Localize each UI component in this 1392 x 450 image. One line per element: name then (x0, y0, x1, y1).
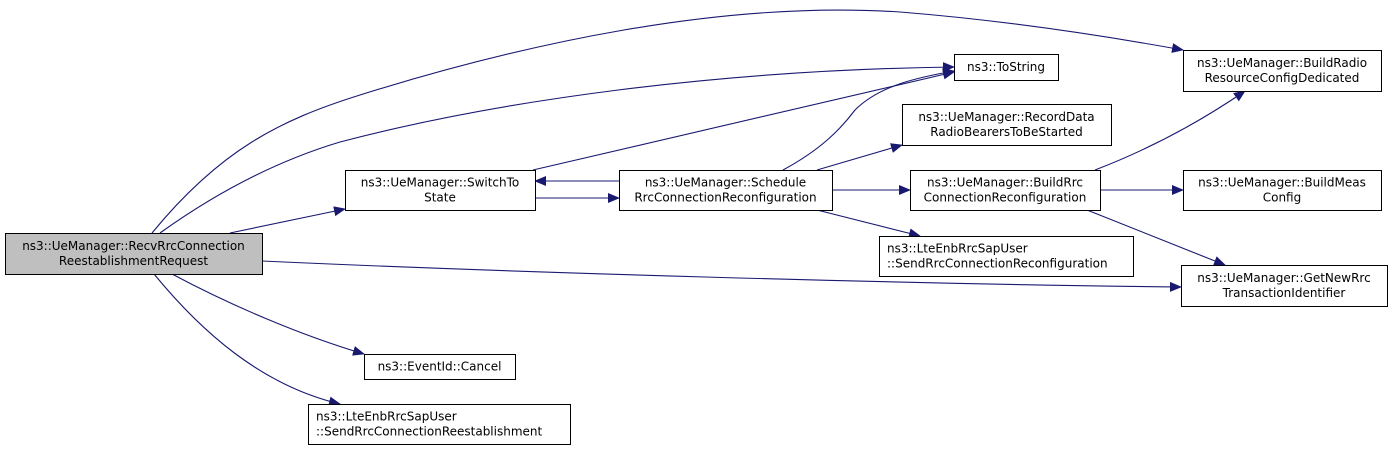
edge-buildrrc-to-buildradio (1094, 90, 1246, 171)
nodes-layer: ns3::UeManager::RecvRrcConnectionReestab… (5, 50, 1388, 445)
node-box[interactable] (954, 54, 1059, 81)
node-label-line: ns3::EventId::Cancel (378, 360, 502, 374)
node-label-line: ns3::UeManager::SwitchTo (361, 176, 520, 190)
node-label-line: ns3::LteEnbRrcSapUser (887, 242, 1028, 256)
node-box[interactable] (879, 236, 1134, 277)
node-label-line: ns3::UeManager::BuildMeas (1198, 176, 1366, 190)
node-sendreconf[interactable]: ns3::LteEnbRrcSapUser::SendRrcConnection… (879, 236, 1134, 277)
edge-recv-to-switch (229, 206, 346, 234)
edge-schedule-to-tostring (782, 67, 955, 171)
node-box[interactable] (1183, 50, 1382, 92)
node-label-line: TransactionIdentifier (1222, 286, 1346, 300)
edge-recv-to-cancel (171, 273, 365, 356)
node-label-line: ::SendRrcConnectionReestablishment (316, 425, 543, 439)
node-label-line: ns3::UeManager::RecordData (918, 110, 1094, 124)
node-box[interactable] (1181, 265, 1388, 307)
node-box[interactable] (910, 170, 1101, 211)
node-label-line: ResourceConfigDedicated (1205, 71, 1360, 85)
edge-switch-to-tostring (532, 69, 955, 171)
node-label-line: ns3::UeManager::GetNewRrc (1197, 271, 1370, 285)
node-label-line: RadioBearersToBeStarted (930, 125, 1083, 139)
node-label-line: ns3::ToString (967, 60, 1045, 74)
edge-buildrrc-to-getnewrrc (1086, 209, 1226, 266)
edge-schedule-to-recorddata (816, 143, 903, 171)
node-label-line: ConnectionReconfiguration (924, 191, 1087, 205)
node-label-line: ns3::UeManager::BuildRrc (927, 176, 1083, 190)
node-label-line: ns3::UeManager::RecvRrcConnection (22, 239, 245, 253)
node-box[interactable] (619, 170, 833, 211)
node-label-line: RrcConnectionReconfiguration (634, 191, 816, 205)
node-getnewrrc[interactable]: ns3::UeManager::GetNewRrcTransactionIden… (1181, 265, 1388, 307)
edge-recv-to-sendreest (153, 273, 341, 407)
node-box[interactable] (308, 404, 571, 445)
node-box[interactable] (1183, 170, 1382, 211)
edge-schedule-to-sendreconf (816, 209, 921, 239)
node-recv[interactable]: ns3::UeManager::RecvRrcConnectionReestab… (5, 233, 263, 275)
node-label-line: ::SendRrcConnectionReconfiguration (887, 257, 1108, 271)
node-label-line: Config (1263, 191, 1302, 205)
edge-recv-to-buildradio (151, 9, 1184, 234)
node-box[interactable] (5, 233, 263, 275)
node-label-line: ns3::UeManager::Schedule (645, 176, 806, 190)
node-buildrrc[interactable]: ns3::UeManager::BuildRrcConnectionReconf… (910, 170, 1101, 211)
node-label-line: ReestablishmentRequest (59, 254, 208, 268)
edge-recv-to-getnewrrc (261, 260, 1182, 292)
node-box[interactable] (345, 170, 536, 211)
node-cancel[interactable]: ns3::EventId::Cancel (364, 354, 516, 380)
node-sendreest[interactable]: ns3::LteEnbRrcSapUser::SendRrcConnection… (308, 404, 571, 445)
node-label-line: ns3::LteEnbRrcSapUser (316, 410, 457, 424)
node-label-line: ns3::UeManager::BuildRadio (1197, 56, 1367, 70)
node-label-line: State (424, 191, 456, 205)
node-recorddata[interactable]: ns3::UeManager::RecordDataRadioBearersTo… (902, 104, 1112, 146)
node-buildradio[interactable]: ns3::UeManager::BuildRadioResourceConfig… (1183, 50, 1382, 92)
node-tostring[interactable]: ns3::ToString (954, 54, 1059, 81)
edges-layer (151, 9, 1246, 407)
node-schedule[interactable]: ns3::UeManager::ScheduleRrcConnectionRec… (619, 170, 833, 211)
node-box[interactable] (902, 104, 1112, 146)
node-box[interactable] (364, 354, 516, 380)
edge-recv-to-tostring (159, 62, 955, 234)
